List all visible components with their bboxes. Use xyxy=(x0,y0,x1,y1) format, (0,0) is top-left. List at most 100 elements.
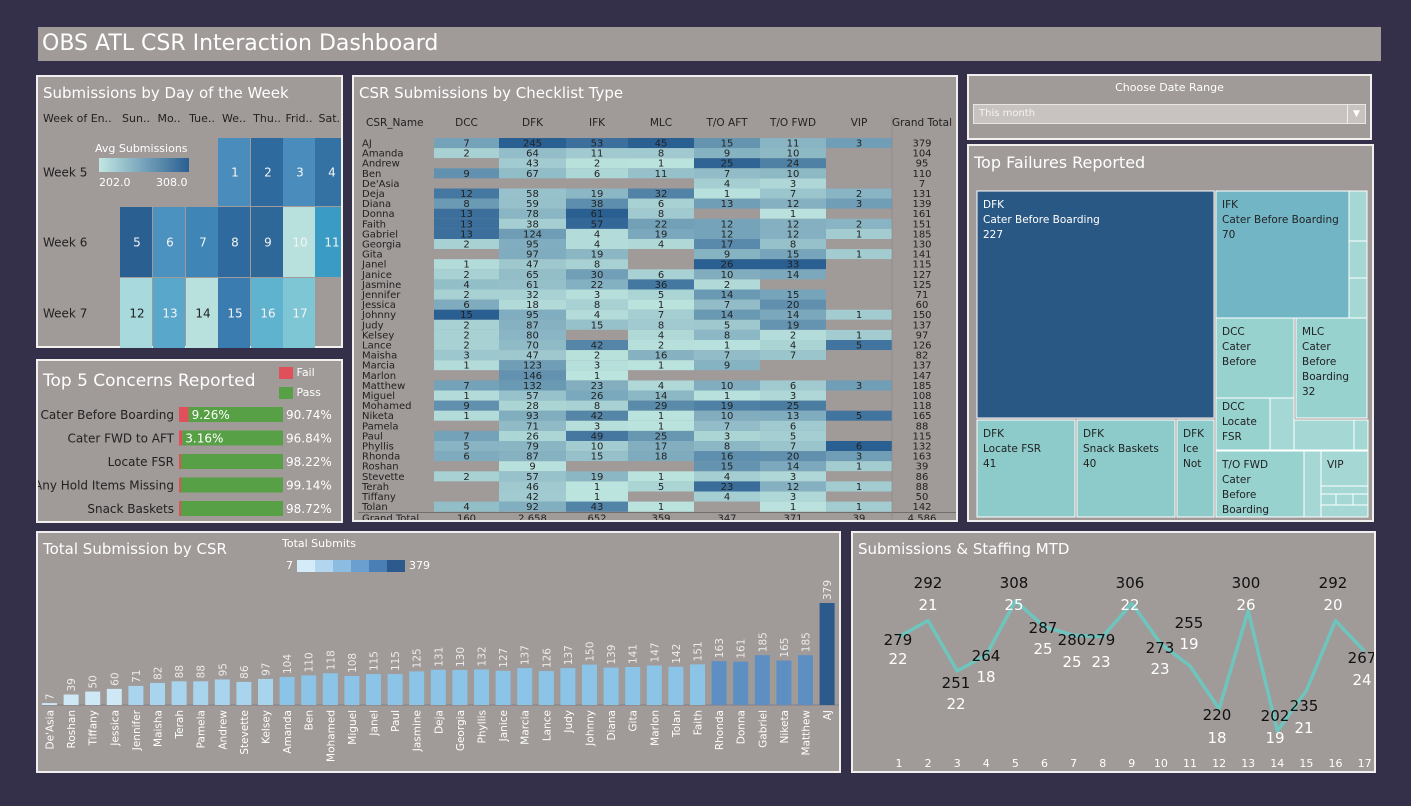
checklist-cell[interactable] xyxy=(434,400,499,411)
concern-fail-bar[interactable] xyxy=(179,454,181,469)
checklist-cell[interactable] xyxy=(499,218,566,229)
checklist-cell[interactable] xyxy=(499,390,566,401)
csr-bar[interactable] xyxy=(258,678,273,705)
treemap-tile[interactable] xyxy=(1295,317,1368,419)
csr-bar[interactable] xyxy=(668,666,684,705)
checklist-cell[interactable] xyxy=(760,329,826,340)
checklist-cell[interactable] xyxy=(499,138,566,149)
checklist-cell[interactable] xyxy=(694,309,760,320)
checklist-cell[interactable] xyxy=(694,491,760,502)
checklist-cell[interactable] xyxy=(628,309,694,320)
csr-bar[interactable] xyxy=(366,674,381,705)
csr-bar[interactable] xyxy=(733,661,749,705)
checklist-cell[interactable] xyxy=(566,319,628,330)
checklist-cell[interactable] xyxy=(434,138,499,149)
checklist-cell[interactable] xyxy=(694,430,760,441)
checklist-cell[interactable] xyxy=(760,390,826,401)
checklist-cell[interactable] xyxy=(628,208,694,219)
treemap-minor-tile[interactable] xyxy=(1352,493,1369,506)
checklist-cell[interactable] xyxy=(826,309,892,320)
checklist-cell[interactable] xyxy=(694,319,760,330)
concern-pass-bar[interactable] xyxy=(182,430,283,446)
treemap-minor-tile[interactable] xyxy=(1348,190,1368,242)
checklist-cell[interactable] xyxy=(499,228,566,239)
checklist-cell[interactable] xyxy=(566,501,628,512)
checklist-cell[interactable] xyxy=(499,471,566,482)
dow-cell[interactable] xyxy=(218,138,250,206)
checklist-cell[interactable] xyxy=(826,481,892,492)
checklist-cell[interactable] xyxy=(694,148,760,159)
treemap-minor-tile[interactable] xyxy=(1269,397,1295,451)
checklist-cell[interactable] xyxy=(434,410,499,421)
dow-cell[interactable] xyxy=(251,207,283,277)
checklist-cell[interactable] xyxy=(826,198,892,209)
checklist-cell[interactable] xyxy=(760,471,826,482)
csr-bar[interactable] xyxy=(322,673,338,705)
checklist-cell[interactable] xyxy=(566,340,628,351)
treemap-minor-tile[interactable] xyxy=(1293,419,1355,451)
dow-cell[interactable] xyxy=(153,207,185,277)
concern-pass-bar[interactable] xyxy=(181,501,283,516)
checklist-cell[interactable] xyxy=(694,228,760,239)
checklist-cell[interactable] xyxy=(628,198,694,209)
checklist-cell[interactable] xyxy=(566,491,628,502)
csr-bar[interactable] xyxy=(819,603,835,705)
checklist-cell[interactable] xyxy=(628,390,694,401)
treemap-minor-tile[interactable] xyxy=(1348,277,1368,319)
checklist-cell[interactable] xyxy=(566,410,628,421)
checklist-cell[interactable] xyxy=(760,309,826,320)
checklist-cell[interactable] xyxy=(826,340,892,351)
checklist-cell[interactable] xyxy=(760,319,826,330)
checklist-cell[interactable] xyxy=(760,259,826,270)
checklist-cell[interactable] xyxy=(499,269,566,280)
checklist-cell[interactable] xyxy=(694,390,760,401)
treemap-tile[interactable] xyxy=(1076,419,1176,518)
checklist-cell[interactable] xyxy=(694,451,760,462)
checklist-cell[interactable] xyxy=(694,360,760,371)
checklist-cell[interactable] xyxy=(566,380,628,391)
checklist-cell[interactable] xyxy=(628,360,694,371)
checklist-cell[interactable] xyxy=(566,269,628,280)
checklist-cell[interactable] xyxy=(694,441,760,452)
concern-fail-bar[interactable] xyxy=(179,501,181,516)
csr-bar[interactable] xyxy=(603,667,619,705)
checklist-cell[interactable] xyxy=(628,188,694,199)
checklist-cell[interactable] xyxy=(760,158,826,169)
checklist-cell[interactable] xyxy=(628,350,694,361)
checklist-cell[interactable] xyxy=(628,269,694,280)
checklist-cell[interactable] xyxy=(760,420,826,431)
checklist-cell[interactable] xyxy=(566,420,628,431)
checklist-cell[interactable] xyxy=(434,441,499,452)
csr-bar[interactable] xyxy=(474,669,489,705)
concern-fail-bar[interactable] xyxy=(179,430,183,446)
checklist-cell[interactable] xyxy=(566,158,628,169)
checklist-cell[interactable] xyxy=(694,481,760,492)
checklist-cell[interactable] xyxy=(694,198,760,209)
checklist-cell[interactable] xyxy=(566,188,628,199)
checklist-cell[interactable] xyxy=(566,218,628,229)
treemap-tile[interactable] xyxy=(1176,419,1215,518)
checklist-cell[interactable] xyxy=(826,329,892,340)
checklist-cell[interactable] xyxy=(628,158,694,169)
checklist-cell[interactable] xyxy=(499,380,566,391)
checklist-cell[interactable] xyxy=(694,269,760,280)
checklist-cell[interactable] xyxy=(434,390,499,401)
checklist-cell[interactable] xyxy=(628,168,694,179)
treemap-minor-tile[interactable] xyxy=(1320,504,1369,518)
treemap-tile[interactable] xyxy=(976,190,1215,419)
checklist-cell[interactable] xyxy=(628,451,694,462)
checklist-cell[interactable] xyxy=(566,168,628,179)
csr-bar[interactable] xyxy=(582,664,597,705)
treemap-minor-tile[interactable] xyxy=(1303,450,1322,518)
checklist-cell[interactable] xyxy=(434,299,499,310)
checklist-cell[interactable] xyxy=(434,279,499,290)
checklist-cell[interactable] xyxy=(628,410,694,421)
checklist-cell[interactable] xyxy=(628,380,694,391)
chevron-down-icon[interactable]: ▼ xyxy=(1347,105,1365,123)
csr-bar[interactable] xyxy=(754,655,770,705)
dow-cell[interactable] xyxy=(218,278,250,348)
csr-bar[interactable] xyxy=(560,668,576,705)
checklist-cell[interactable] xyxy=(694,380,760,391)
dow-cell[interactable] xyxy=(315,138,341,206)
checklist-cell[interactable] xyxy=(499,441,566,452)
